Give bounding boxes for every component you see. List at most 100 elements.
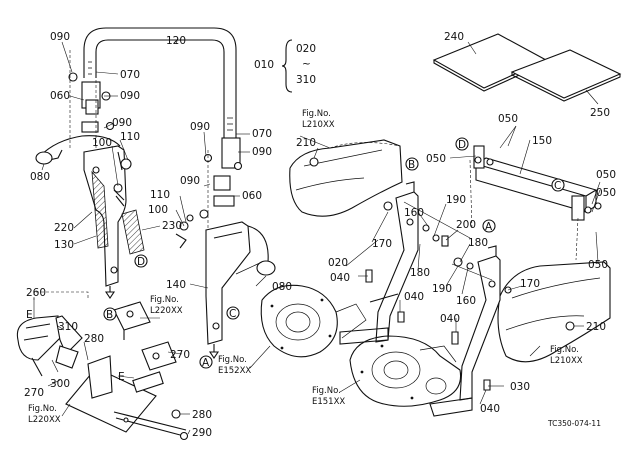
callout-230: 230 [162, 220, 182, 232]
upright-020 [339, 181, 419, 345]
figref-e152-line1: Fig.No. [218, 355, 247, 365]
callout-070-a: 070 [120, 69, 140, 81]
callout-210-a: 210 [296, 137, 316, 149]
callout-110-a: 110 [120, 131, 140, 143]
callout-170-a: 170 [372, 238, 392, 250]
figref-l210-upper-line1: Fig.No. [302, 109, 331, 119]
callout-140: 140 [166, 279, 186, 291]
callout-030: 030 [510, 381, 530, 393]
callout-190-b: 190 [432, 283, 452, 295]
callout-040-c: 040 [440, 313, 460, 325]
callout-070-b: 070 [252, 128, 272, 140]
callout-090-f: 090 [180, 175, 200, 187]
right-post-140 [205, 221, 251, 359]
callout-250: 250 [590, 107, 610, 119]
marker-e-plate: E [118, 371, 125, 383]
range-end: 310 [296, 74, 316, 86]
transmission-e151 [349, 335, 462, 407]
range-tilde: ~ [302, 58, 311, 70]
callout-090-a: 090 [50, 31, 70, 43]
leaders [33, 37, 601, 435]
callout-160-a: 160 [404, 207, 424, 219]
left-upper-bracket [68, 50, 115, 150]
callout-280-b: 280 [192, 409, 212, 421]
figref-e152-line2: E152XX [218, 366, 251, 376]
callout-050-c: 050 [596, 169, 616, 181]
callout-220: 220 [54, 222, 74, 234]
figref-l220-upper-line2: L220XX [150, 306, 183, 316]
callout-090-e: 090 [252, 146, 272, 158]
callout-050-e: 050 [588, 259, 608, 271]
callout-120: 120 [166, 35, 186, 47]
callout-310: 310 [58, 321, 78, 333]
marker-e-cover: E [26, 309, 33, 321]
callout-090-c: 090 [112, 117, 132, 129]
callout-270-a: 270 [170, 349, 190, 361]
figref-l210-upper-line2: L210XX [302, 120, 335, 130]
callout-210-b: 210 [586, 321, 606, 333]
callout-050-b: 050 [426, 153, 446, 165]
marker-b-left: B [106, 309, 113, 321]
callouts: 090 070 090 060 090 110 100 080 220 130 … [24, 31, 616, 439]
mount-plate [65, 355, 189, 441]
callout-160-b: 160 [456, 295, 476, 307]
callout-100-b: 100 [148, 204, 168, 216]
callout-270-b: 270 [24, 387, 44, 399]
callout-050-a: 050 [498, 113, 518, 125]
range-start: 020 [296, 43, 316, 55]
right-harness [175, 221, 276, 276]
callout-040-b: 040 [404, 291, 424, 303]
callout-090-b: 090 [120, 90, 140, 102]
callout-150: 150 [532, 135, 552, 147]
callout-170-b: 170 [520, 278, 540, 290]
marker-c-right: C [554, 180, 561, 192]
callout-040-d: 040 [480, 403, 500, 415]
switch-block [113, 301, 177, 371]
range-label: 010 020 ~ 310 [254, 39, 316, 93]
upright-030 [429, 245, 501, 417]
figref-l220-upper-line1: Fig.No. [150, 295, 179, 305]
callout-300: 300 [50, 378, 70, 390]
callout-060-b: 060 [242, 190, 262, 202]
callout-290: 290 [192, 427, 212, 439]
range-prefix: 010 [254, 59, 274, 71]
marker-c-left: C [229, 308, 236, 320]
right-upper-bracket [186, 137, 243, 230]
callout-080-a: 080 [30, 171, 50, 183]
rops-frame-120 [83, 27, 237, 140]
callout-200: 200 [456, 219, 476, 231]
figure-references: Fig.No. L220XX Fig.No. L220XX Fig.No. L2… [28, 109, 583, 425]
figref-e151-line1: Fig.No. [312, 386, 341, 396]
rear-bar-150 [469, 145, 602, 261]
left-harness [35, 135, 132, 207]
callout-240: 240 [444, 31, 464, 43]
callout-040-a: 040 [330, 272, 350, 284]
callout-080-b: 080 [272, 281, 292, 293]
callout-130: 130 [54, 239, 74, 251]
callout-180-a: 180 [468, 237, 488, 249]
fender-right [497, 261, 611, 363]
callout-050-d: 050 [596, 187, 616, 199]
mats [432, 33, 622, 102]
figref-l210-lower-line2: L210XX [550, 356, 583, 366]
callout-020: 020 [328, 257, 348, 269]
drawing-code: TC350-074-11 [547, 419, 601, 428]
marker-a-left: A [202, 357, 210, 369]
figref-l220-lower-line1: Fig.No. [28, 404, 57, 414]
callout-110-b: 110 [150, 189, 170, 201]
location-markers: D D B B C C A A E E [26, 137, 565, 383]
marker-d-right: D [458, 139, 466, 151]
callout-260: 260 [26, 287, 46, 299]
callout-090-d: 090 [190, 121, 210, 133]
callout-100-a: 100 [92, 137, 112, 149]
transmission-e152 [260, 284, 367, 358]
figref-l210-lower-line1: Fig.No. [550, 345, 579, 355]
figref-e151-line2: E151XX [312, 397, 345, 407]
figref-l220-lower-line2: L220XX [28, 415, 61, 425]
callout-190-a: 190 [446, 194, 466, 206]
seatbelt-cover [16, 291, 89, 377]
callout-180-b: 180 [410, 267, 430, 279]
left-post-130 [83, 145, 145, 299]
marker-b-right: B [408, 159, 415, 171]
